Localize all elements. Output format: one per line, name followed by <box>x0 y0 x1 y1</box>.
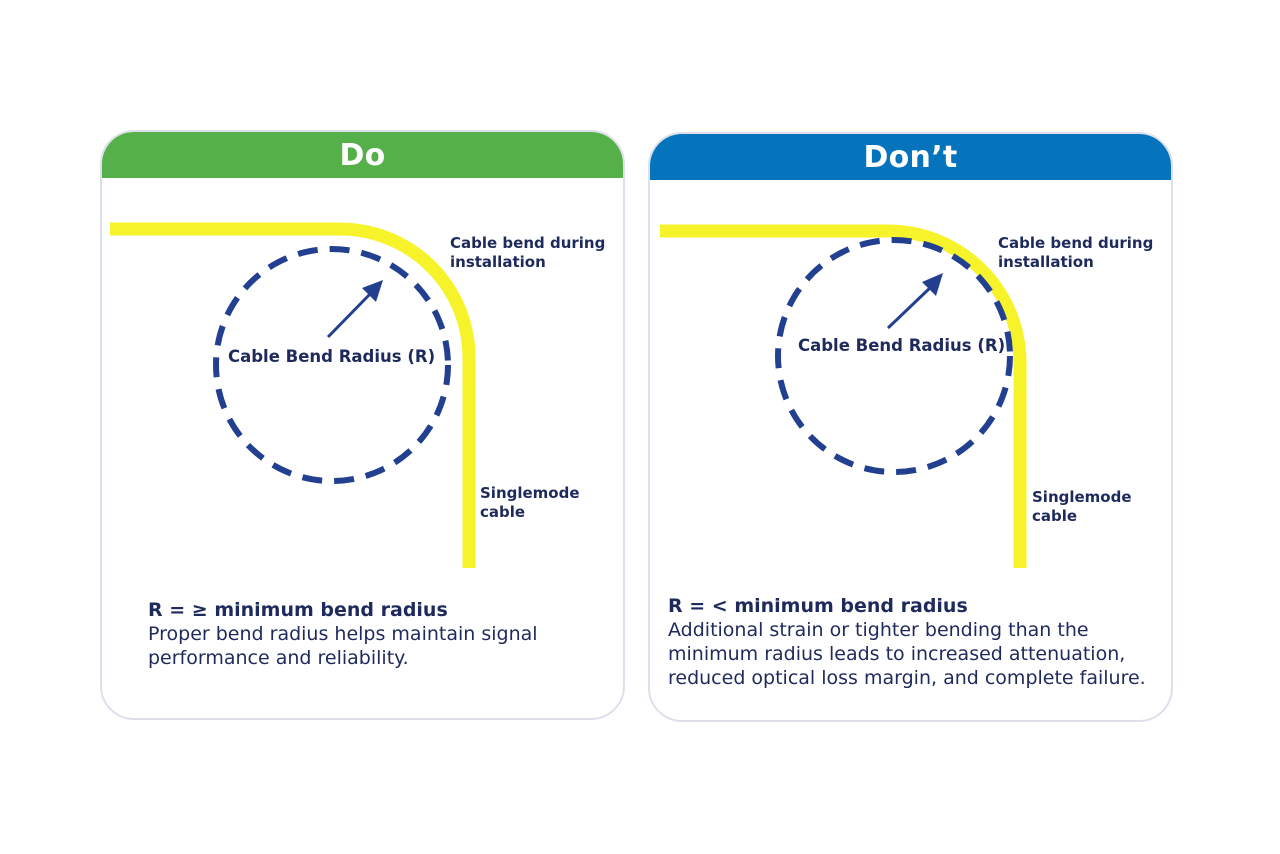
dont-cable-line <box>660 224 1027 568</box>
dont-description: Additional strain or tighter bending tha… <box>668 619 1146 689</box>
dont-diagram-svg: Cable Bend Radius (R) Cable bend during … <box>660 224 1153 568</box>
do-diagram: Cable Bend Radius (R) Cable bend during … <box>102 132 623 718</box>
do-cable-label-line1: Cable bend during <box>450 234 605 252</box>
dont-cable-label-line2: installation <box>998 253 1094 271</box>
do-singlemode-label-line2: cable <box>480 503 525 521</box>
dont-cable-label-line1: Cable bend during <box>998 234 1153 252</box>
do-cable-label-line2: installation <box>450 253 546 271</box>
do-singlemode-label-line1: Singlemode <box>480 484 580 502</box>
dont-bend-radius-circle <box>775 237 1013 475</box>
dont-diagram: Cable Bend Radius (R) Cable bend during … <box>650 134 1171 720</box>
do-radius-arrow-head <box>362 280 383 302</box>
do-card: Cable Bend Radius (R) Cable bend during … <box>100 130 625 720</box>
dont-singlemode-label-line2: cable <box>1032 507 1077 525</box>
do-bend-radius-circle <box>213 246 451 484</box>
do-diagram-svg: Cable Bend Radius (R) Cable bend during … <box>110 222 605 568</box>
do-title: Do <box>339 137 386 173</box>
dont-header: Don’t <box>650 134 1171 180</box>
do-description: Proper bend radius helps maintain signal… <box>148 623 538 669</box>
dont-radius-arrow-line <box>886 284 934 330</box>
do-rule-text: R = ≥ minimum bend radius <box>148 599 448 621</box>
dont-caption: R = < minimum bend radius Additional str… <box>668 594 1158 690</box>
do-radius-label: Cable Bend Radius (R) <box>228 347 435 366</box>
do-radius-arrow-line <box>326 290 374 339</box>
dont-card: Cable Bend Radius (R) Cable bend during … <box>648 132 1173 722</box>
do-cable-line <box>110 222 476 568</box>
dont-title: Don’t <box>863 139 958 175</box>
do-header: Do <box>102 132 623 178</box>
dont-radius-arrow-head <box>922 273 943 296</box>
do-caption: R = ≥ minimum bend radius Proper bend ra… <box>148 598 578 670</box>
dont-radius-label: Cable Bend Radius (R) <box>798 336 1005 355</box>
dont-rule-text: R = < minimum bend radius <box>668 595 968 617</box>
dont-singlemode-label-line1: Singlemode <box>1032 488 1132 506</box>
